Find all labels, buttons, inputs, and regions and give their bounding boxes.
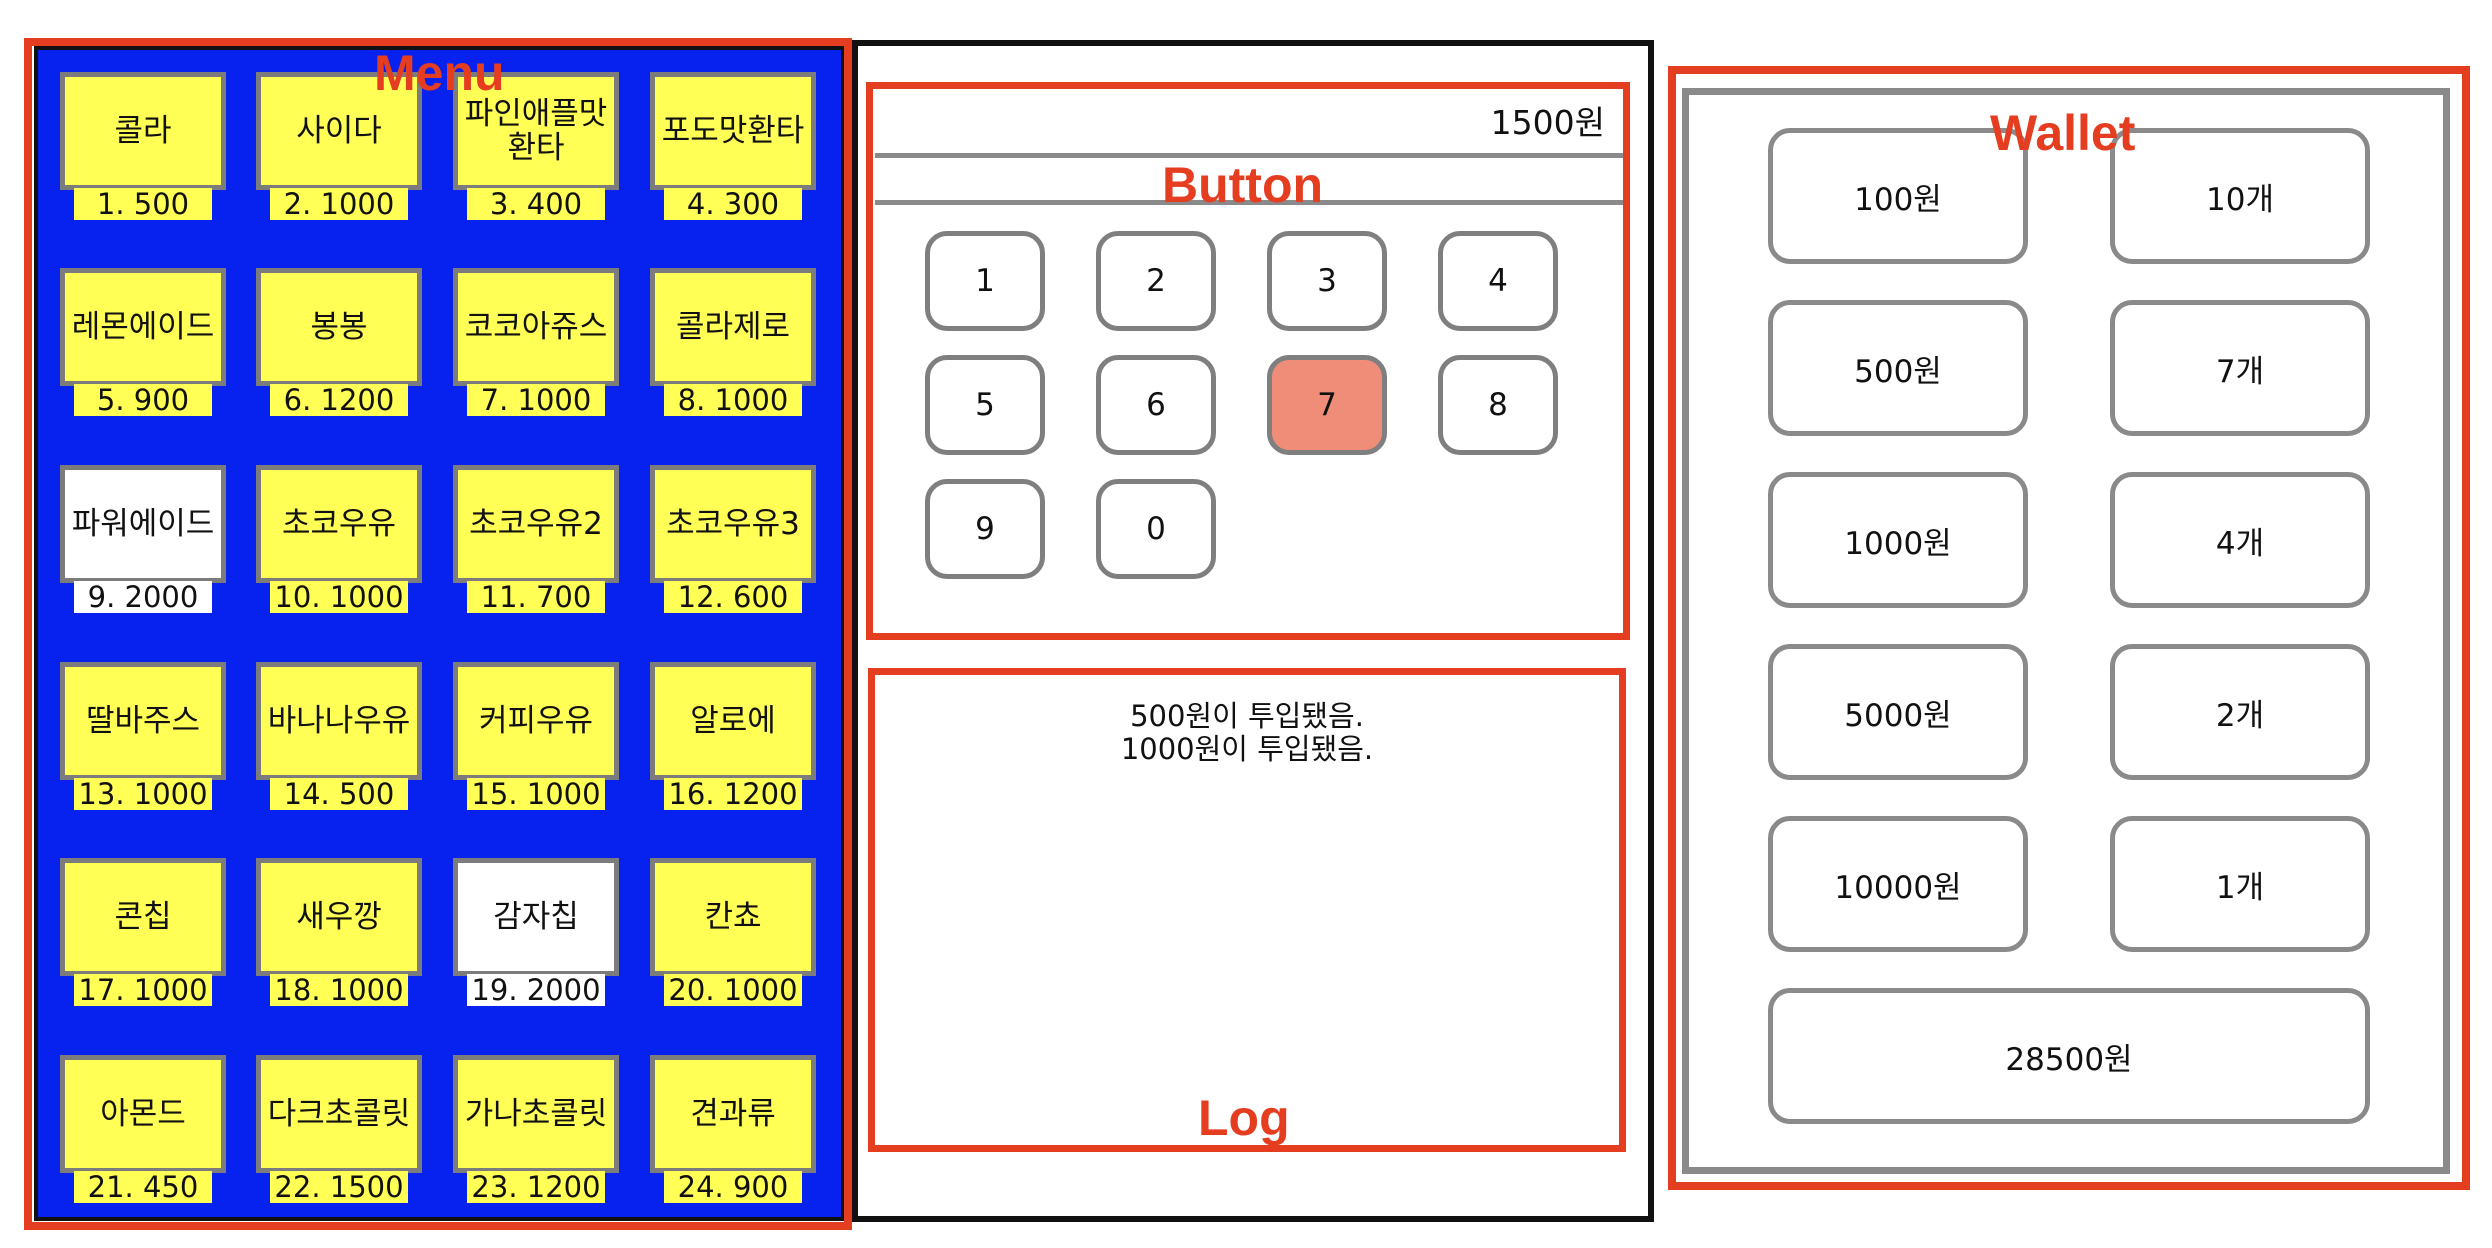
menu-item-price: 8. 1000 [664,384,802,416]
menu-item-name: 다크초콜릿 [256,1055,422,1173]
menu-item-price: 13. 1000 [74,778,212,810]
menu-item-price: 3. 400 [467,188,605,220]
menu-item-price: 21. 450 [74,1171,212,1203]
menu-item-price: 20. 1000 [664,974,802,1006]
menu-item-price: 1. 500 [74,188,212,220]
vending-machine-frame [852,40,1654,1222]
wallet-total: 28500원 [1768,988,2370,1124]
key-button-7[interactable]: 7 [1267,355,1387,455]
menu-annotation-frame [24,38,852,1230]
menu-item-price: 2. 1000 [270,188,408,220]
key-button-9[interactable]: 9 [925,479,1045,579]
menu-item-price: 5. 900 [74,384,212,416]
wallet-count: 10개 [2110,128,2370,264]
menu-item-name: 콜라제로 [650,268,816,386]
wallet-count: 7개 [2110,300,2370,436]
key-button-8[interactable]: 8 [1438,355,1558,455]
menu-item-price: 6. 1200 [270,384,408,416]
wallet-count: 4개 [2110,472,2370,608]
menu-item-price: 7. 1000 [467,384,605,416]
wallet-count: 1개 [2110,816,2370,952]
button-label: Button [1162,157,1324,213]
menu-item-name: 초코우유 [256,465,422,583]
key-button-4[interactable]: 4 [1438,231,1558,331]
key-button-2[interactable]: 2 [1096,231,1216,331]
menu-item-price: 18. 1000 [270,974,408,1006]
log-area: 500원이 투입됐음. 1000원이 투입됐음. [882,700,1612,1120]
menu-item-name: 칸쵸 [650,858,816,976]
wallet-coin-button[interactable]: 500원 [1768,300,2028,436]
menu-item-name: 감자칩 [453,858,619,976]
key-button-1[interactable]: 1 [925,231,1045,331]
menu-item-name: 초코우유2 [453,465,619,583]
key-button-5[interactable]: 5 [925,355,1045,455]
wallet-label: Wallet [1990,105,2136,161]
balance-divider [875,153,1623,158]
menu-item-name: 바나나우유 [256,662,422,780]
menu-item-name: 파인애플맛 환타 [453,72,619,190]
menu-item-price: 17. 1000 [74,974,212,1006]
key-button-6[interactable]: 6 [1096,355,1216,455]
menu-item-price: 12. 600 [664,581,802,613]
menu-item-name: 아몬드 [60,1055,226,1173]
log-annotation-frame [868,668,1626,1152]
log-label: Log [1198,1090,1290,1146]
wallet-count: 2개 [2110,644,2370,780]
menu-item-price: 15. 1000 [467,778,605,810]
menu-item-name: 견과류 [650,1055,816,1173]
menu-item-name: 딸바주스 [60,662,226,780]
menu-item-price: 14. 500 [270,778,408,810]
menu-item-name: 봉봉 [256,268,422,386]
menu-panel [34,46,845,1221]
menu-item-price: 10. 1000 [270,581,408,613]
menu-item-name: 포도맛환타 [650,72,816,190]
menu-item-name: 파워에이드 [60,465,226,583]
menu-item-name: 콜라 [60,72,226,190]
menu-item-price: 11. 700 [467,581,605,613]
key-button-3[interactable]: 3 [1267,231,1387,331]
log-line: 500원이 투입됐음. [1130,699,1364,733]
menu-item-price: 4. 300 [664,188,802,220]
menu-item-price: 9. 2000 [74,581,212,613]
menu-item-name: 초코우유3 [650,465,816,583]
wallet-coin-button[interactable]: 1000원 [1768,472,2028,608]
wallet-coin-button[interactable]: 100원 [1768,128,2028,264]
menu-item-name: 커피우유 [453,662,619,780]
menu-item-name: 코코아쥬스 [453,268,619,386]
button-annotation-frame [866,82,1630,640]
wallet-annotation-frame [1668,66,2470,1190]
wallet-panel [1682,88,2450,1174]
menu-item-price: 22. 1500 [270,1171,408,1203]
menu-item-name: 새우깡 [256,858,422,976]
menu-item-name: 사이다 [256,72,422,190]
menu-item-price: 16. 1200 [664,778,802,810]
menu-item-name: 레몬에이드 [60,268,226,386]
balance-display: 1500원 [1490,103,1605,142]
wallet-coin-button[interactable]: 5000원 [1768,644,2028,780]
menu-item-price: 23. 1200 [467,1171,605,1203]
wallet-coin-button[interactable]: 10000원 [1768,816,2028,952]
keypad-divider [875,200,1623,205]
menu-label: Menu [374,45,505,101]
menu-item-name: 콘칩 [60,858,226,976]
key-button-0[interactable]: 0 [1096,479,1216,579]
log-line: 1000원이 투입됐음. [1120,731,1374,766]
menu-item-name: 알로에 [650,662,816,780]
menu-item-price: 19. 2000 [467,974,605,1006]
menu-item-price: 24. 900 [664,1171,802,1203]
menu-item-name: 가나초콜릿 [453,1055,619,1173]
